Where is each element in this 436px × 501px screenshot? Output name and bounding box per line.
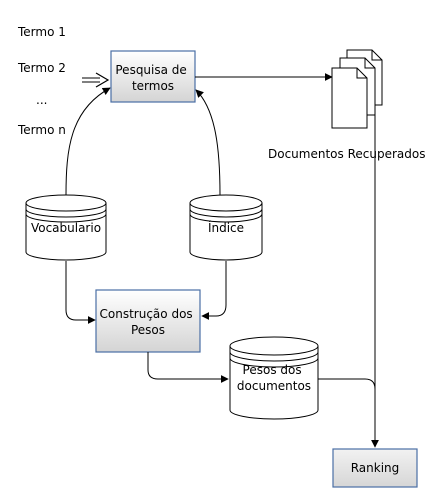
- open-arrow-icon: [82, 72, 110, 88]
- svg-text:Vocabulario: Vocabulario: [31, 221, 101, 235]
- index-to-search-arrow: [195, 89, 221, 196]
- weights-to-ranking-line: [318, 378, 376, 390]
- svg-text:Índice: Índice: [208, 220, 244, 235]
- svg-text:Pesquisa de termos: Pesquisa de termos: [115, 63, 190, 93]
- vocabulary-cylinder: Vocabulario: [25, 194, 107, 261]
- svg-text:Ranking: Ranking: [351, 461, 400, 475]
- weights-cylinder: Pesos dos documentos: [229, 336, 319, 420]
- vocabulary-to-search-arrow: [65, 87, 111, 196]
- index-to-construction-arrow: [201, 261, 227, 320]
- svg-text:Pesos dos documentos: Pesos dos documentos: [237, 363, 311, 393]
- term-n: Termo n: [17, 123, 66, 137]
- svg-text:Construção dos Pesos: Construção dos Pesos: [100, 307, 197, 337]
- ranking-box: Ranking: [332, 448, 418, 488]
- vocabulary-to-construction-arrow: [65, 261, 96, 324]
- documents-stack-icon: [331, 49, 383, 129]
- term-2: Termo 2: [17, 61, 66, 75]
- search-terms-box: Pesquisa de termos: [110, 50, 196, 103]
- index-cylinder: Índice: [189, 194, 263, 261]
- construction-weights-box: Construção dos Pesos: [95, 289, 201, 353]
- documents-label: Documentos Recuperados: [268, 147, 425, 161]
- construction-to-weights-arrow: [147, 352, 229, 383]
- term-ellipsis: ...: [36, 93, 47, 107]
- term-1: Termo 1: [17, 25, 66, 39]
